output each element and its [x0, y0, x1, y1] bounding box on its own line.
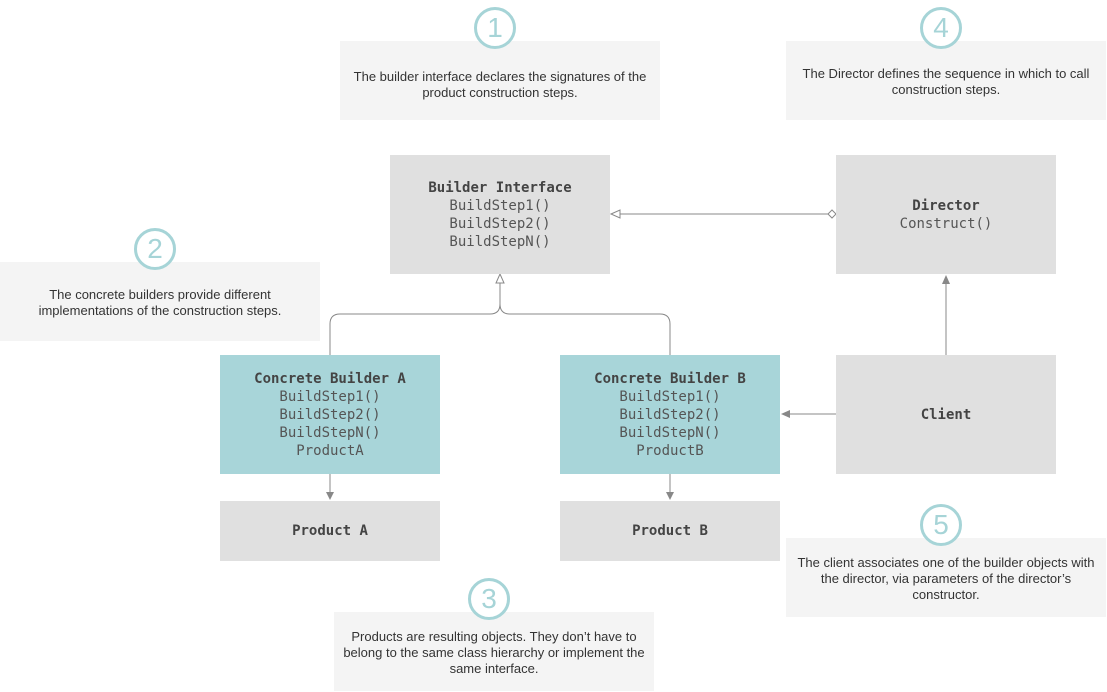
note-3: Products are resulting objects. They don…	[334, 612, 654, 691]
builder-interface-method: BuildStepN()	[449, 233, 551, 250]
inheritance-arrowhead	[495, 272, 505, 284]
builder-a-to-product-arrowhead	[326, 492, 334, 500]
note-4-number-badge: 4	[920, 7, 962, 49]
note-1-number-badge: 1	[474, 7, 516, 49]
note-2-text: The concrete builders provide different …	[38, 286, 282, 318]
note-1-number: 1	[487, 12, 503, 43]
note-5-number: 5	[933, 509, 949, 540]
concrete-builder-a-box: Concrete Builder A BuildStep1() BuildSte…	[220, 355, 440, 474]
note-3-text: Products are resulting objects. They don…	[343, 628, 645, 676]
concrete-builder-b-method: BuildStep1()	[619, 388, 721, 405]
client-title: Client	[920, 406, 972, 423]
concrete-builder-a-field: ProductA	[296, 442, 364, 459]
note-1: The builder interface declares the signa…	[340, 41, 660, 120]
note-3-number-badge: 3	[468, 578, 510, 620]
builder-interface-title: Builder Interface	[428, 179, 572, 196]
product-b-title: Product B	[632, 523, 708, 539]
director-title: Director	[912, 197, 980, 214]
note-5-text: The client associates one of the builder…	[797, 554, 1095, 602]
concrete-b-inheritance-line	[499, 303, 671, 355]
builder-interface-method: BuildStep2()	[449, 215, 551, 232]
builder-b-to-product-arrowhead	[666, 492, 674, 500]
concrete-builder-b-box: Concrete Builder B BuildStep1() BuildSte…	[560, 355, 780, 474]
product-b-box: Product B	[560, 501, 780, 561]
note-1-text: The builder interface declares the signa…	[353, 68, 647, 100]
concrete-a-inheritance-line	[329, 283, 501, 355]
client-to-director-arrowhead	[942, 275, 950, 284]
concrete-builder-a-method: BuildStep1()	[279, 388, 381, 405]
director-aggregation-diamond	[827, 209, 837, 219]
client-to-builder-arrowhead	[781, 410, 790, 418]
product-a-box: Product A	[220, 501, 440, 561]
note-4: The Director defines the sequence in whi…	[786, 41, 1106, 120]
client-box: Client	[836, 355, 1056, 474]
builder-interface-method: BuildStep1()	[449, 197, 551, 214]
note-2-number: 2	[147, 233, 163, 264]
note-2: The concrete builders provide different …	[0, 262, 320, 341]
concrete-builder-a-title: Concrete Builder A	[254, 370, 406, 387]
builder-interface-box: Builder Interface BuildStep1() BuildStep…	[390, 155, 610, 274]
director-method: Construct()	[899, 215, 993, 232]
product-a-title: Product A	[292, 523, 368, 539]
note-4-text: The Director defines the sequence in whi…	[802, 65, 1090, 97]
concrete-builder-b-method: BuildStep2()	[619, 406, 721, 423]
builder-interface-arrowhead	[609, 209, 621, 219]
concrete-builder-a-method: BuildStepN()	[279, 424, 381, 441]
note-4-number: 4	[933, 12, 949, 43]
note-5-number-badge: 5	[920, 504, 962, 546]
director-box: Director Construct()	[836, 155, 1056, 274]
note-2-number-badge: 2	[134, 228, 176, 270]
note-3-number: 3	[481, 583, 497, 614]
note-5: The client associates one of the builder…	[786, 538, 1106, 617]
concrete-builder-b-field: ProductB	[636, 442, 704, 459]
concrete-builder-a-method: BuildStep2()	[279, 406, 381, 423]
concrete-builder-b-title: Concrete Builder B	[594, 370, 746, 387]
concrete-builder-b-method: BuildStepN()	[619, 424, 721, 441]
